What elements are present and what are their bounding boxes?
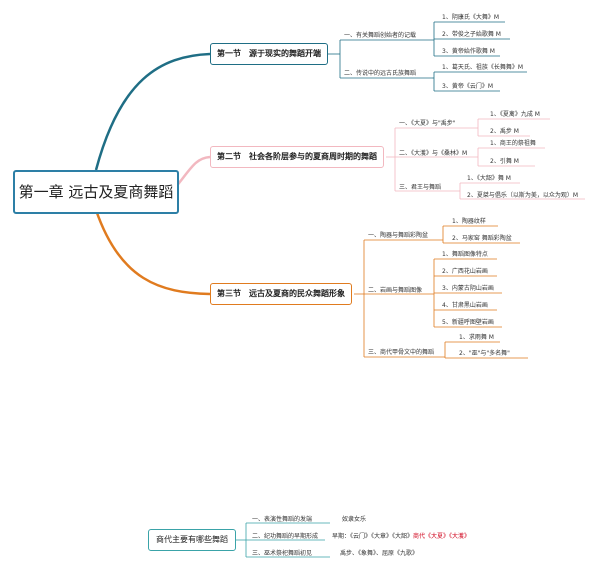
s2-sub-2-leaf-1[interactable]: 1、商王的祭祖舞 <box>490 140 536 147</box>
s1-sub-2-leaf-2[interactable]: 3、黄帝《云门》M <box>442 83 493 90</box>
bottom-root-node[interactable]: 商代主要有哪些舞蹈 <box>148 529 236 551</box>
s2-sub-3[interactable]: 三、君王与舞蹈 <box>399 184 442 191</box>
s1-sub-2[interactable]: 二、传说中的远古氏族舞蹈 <box>344 70 417 77</box>
section-1-node[interactable]: 第一节 源于现实的舞蹈开端 <box>210 43 328 65</box>
s1-sub-2-leaf-1[interactable]: 1、葛天氏、祖族《长舞舞》M <box>442 64 523 71</box>
s3-sub-3[interactable]: 三、商代甲骨文中的舞蹈 <box>368 349 435 356</box>
s3-sub-3-leaf-1[interactable]: 1、求雨舞 M <box>459 334 494 341</box>
s1-sub-1[interactable]: 一、有关舞蹈创始者的记载 <box>344 32 417 39</box>
bottom-row-2-value: 早期：《云门》《大章》《大韶》商代《大夏》《大濩》 <box>332 533 470 540</box>
s1-sub-1-leaf-1[interactable]: 1、阴康氏《大舞》M <box>442 14 499 21</box>
s3-sub-2-leaf-1[interactable]: 1、舞蹈图像特点 <box>442 251 488 258</box>
s1-sub-1-leaf-2[interactable]: 2、带俊之子始歌舞 M <box>442 31 501 38</box>
root-node[interactable]: 第一章 远古及夏商舞蹈 <box>13 170 179 214</box>
bottom-row-2-value-red: 商代《大夏》《大濩》 <box>413 533 471 540</box>
bottom-row-3-value: 禹步、《象舞》、屈原《九歌》 <box>340 550 419 557</box>
s2-sub-1-leaf-2[interactable]: 2、禹步 M <box>490 128 519 135</box>
s2-sub-2-leaf-2[interactable]: 2、引舞 M <box>490 158 519 165</box>
s2-sub-1[interactable]: 一、《大夏》与"禹步" <box>399 120 456 127</box>
s3-sub-1-leaf-1[interactable]: 1、陶器纹样 <box>452 218 486 225</box>
bottom-row-2-label[interactable]: 二、纪功舞蹈的早期形成 <box>252 533 319 540</box>
bottom-row-1-label[interactable]: 一、表演性舞蹈的发端 <box>252 516 313 523</box>
s2-sub-1-leaf-1[interactable]: 1、《夏禽》九成 M <box>490 111 540 118</box>
s3-sub-3-leaf-2[interactable]: 2、"巫"与"多名舞" <box>459 350 510 357</box>
s3-sub-1-leaf-2[interactable]: 2、马家窑 舞蹈彩陶盆 <box>452 235 512 242</box>
section-2-node[interactable]: 第二节 社会各阶层参与的夏商周时期的舞蹈 <box>210 146 384 168</box>
s3-sub-2-leaf-4[interactable]: 4、甘肃黑山岩画 <box>442 302 488 309</box>
bottom-row-2-value-plain: 早期：《云门》《大章》《大韶》 <box>332 533 414 540</box>
section-3-node[interactable]: 第三节 远古及夏商的民众舞蹈形象 <box>210 283 352 305</box>
s3-sub-2[interactable]: 二、岩画与舞蹈图像 <box>368 287 423 294</box>
bottom-row-3-label[interactable]: 三、巫术祭祀舞蹈初见 <box>252 550 313 557</box>
s2-sub-2[interactable]: 二、《大濩》与《桑林》M <box>399 150 468 157</box>
s3-sub-2-leaf-3[interactable]: 3、内蒙古阴山岩画 <box>442 285 494 292</box>
s2-sub-3-leaf-1[interactable]: 1、《大韶》舞 M <box>467 175 511 182</box>
bottom-row-1-value: 奴隶女乐 <box>342 516 367 523</box>
s3-sub-2-leaf-2[interactable]: 2、广西花山岩画 <box>442 268 488 275</box>
s3-sub-1[interactable]: 一、陶器与舞蹈彩陶盆 <box>368 232 429 239</box>
s3-sub-2-leaf-5[interactable]: 5、新疆呼图壁岩画 <box>442 319 494 326</box>
s2-sub-3-leaf-2[interactable]: 2、夏桀与倡乐（以斯为美，以众为观）M <box>467 192 578 199</box>
s1-sub-1-leaf-3[interactable]: 3、黄帝始作歌舞 M <box>442 48 495 55</box>
